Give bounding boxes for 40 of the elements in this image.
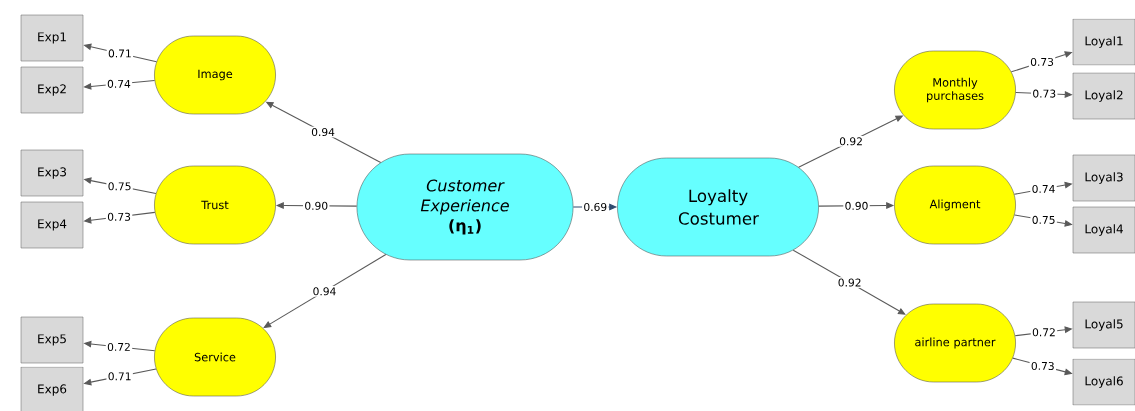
indicator-box: Exp6 [20, 366, 84, 411]
path-coefficient: 0.71 [108, 49, 131, 58]
construct-capsule: Aligment [894, 165, 1016, 245]
indicator-box: Loyal3 [1072, 154, 1135, 202]
path-coefficient: 0.94 [313, 287, 336, 296]
construct-capsule: Image [154, 35, 276, 115]
path-coefficient: 0.75 [1032, 215, 1055, 224]
indicator-box: Exp4 [20, 201, 84, 249]
arrow [792, 249, 906, 315]
indicator-box: Loyal1 [1072, 18, 1135, 66]
construct-capsule: Service [154, 317, 276, 397]
indicator-box: Loyal4 [1072, 206, 1135, 254]
path-coefficient: 0.73 [1033, 89, 1056, 98]
construct-capsule: airline partner [894, 303, 1016, 383]
indicator-box: Loyal5 [1072, 301, 1135, 349]
path-coefficient: 0.69 [584, 202, 607, 212]
indicator-box: Exp2 [20, 66, 84, 114]
indicator-box: Exp3 [20, 149, 84, 197]
construct-capsule: Trust [154, 165, 276, 245]
indicator-box: Loyal6 [1072, 358, 1135, 406]
path-coefficient: 0.92 [839, 137, 862, 146]
path-coefficient: 0.71 [108, 372, 131, 381]
path-coefficient: 0.72 [1032, 328, 1055, 337]
path-coefficient: 0.94 [311, 128, 335, 137]
path-coefficient: 0.92 [838, 278, 861, 287]
path-coefficient: 0.73 [107, 212, 131, 221]
path-coefficient: 0.90 [845, 201, 868, 210]
path-coefficient: 0.72 [107, 342, 130, 351]
path-coefficient: 0.74 [1032, 184, 1055, 193]
construct-capsule: Loyalty Costumer [617, 157, 819, 257]
path-coefficient: 0.75 [108, 182, 131, 191]
path-coefficient: 0.74 [107, 79, 131, 88]
path-coefficient: 0.73 [1030, 57, 1054, 66]
path-coefficient: 0.90 [305, 201, 328, 210]
indicator-box: Exp5 [20, 316, 84, 364]
path-coefficient: 0.73 [1031, 361, 1054, 370]
indicator-box: Loyal2 [1072, 72, 1135, 120]
construct-capsule: Monthly purchases [894, 50, 1016, 130]
construct-capsule: Customer Experience (η$_{1}$) [356, 153, 574, 261]
indicator-box: Exp1 [20, 14, 84, 62]
